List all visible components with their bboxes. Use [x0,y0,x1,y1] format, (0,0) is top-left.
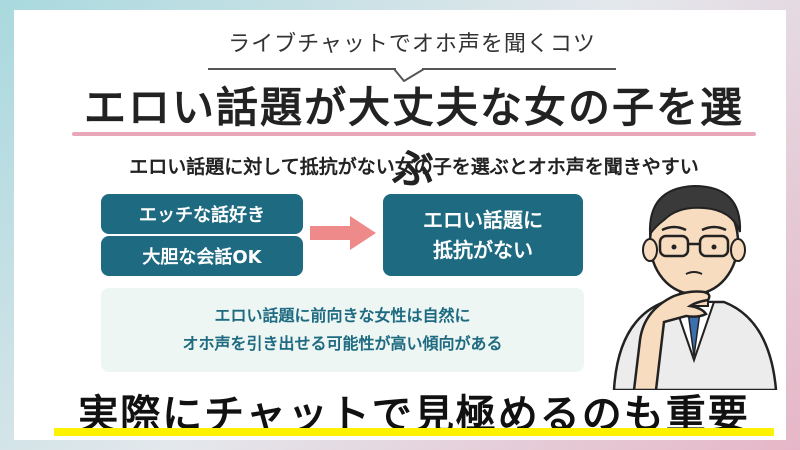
thinking-man-illustration [612,184,778,390]
tag-bold-conversation: 大胆な会話OK [101,236,303,276]
content-card: ライブチャットでオホ声を聞くコツ エロい話題が大丈夫な女の子を選ぶ エロい話題に… [14,10,786,440]
tag-erotic-talk: エッチな話好き [101,194,303,234]
result-line-2: 抵抗がない [433,238,533,262]
note-box: エロい話題に前向きな女性は自然に オホ声を引き出せる可能性が高い傾向がある [101,288,584,372]
main-title-underline [72,132,756,136]
right-arrow-icon [310,216,376,250]
result-box: エロい話題に 抵抗がない [383,194,583,276]
subtitle-notch-icon [394,68,424,82]
bottom-title-underline [54,428,774,436]
subtitle-underline-left [208,68,396,70]
subtitle-block: ライブチャットでオホ声を聞くコツ [202,26,622,82]
main-title: エロい話題が大丈夫な女の子を選ぶ [83,83,744,193]
lead-text: エロい話題に対して抵抗がない女の子を選ぶとオホ声を聞きやすい [129,156,699,178]
note-line-1: エロい話題に前向きな女性は自然に [214,306,471,325]
subtitle-underline-right [422,68,616,70]
subtitle: ライブチャットでオホ声を聞くコツ [228,32,596,57]
note-line-2: オホ声を引き出せる可能性が高い傾向がある [182,334,503,353]
result-line-1: エロい話題に [423,208,543,232]
